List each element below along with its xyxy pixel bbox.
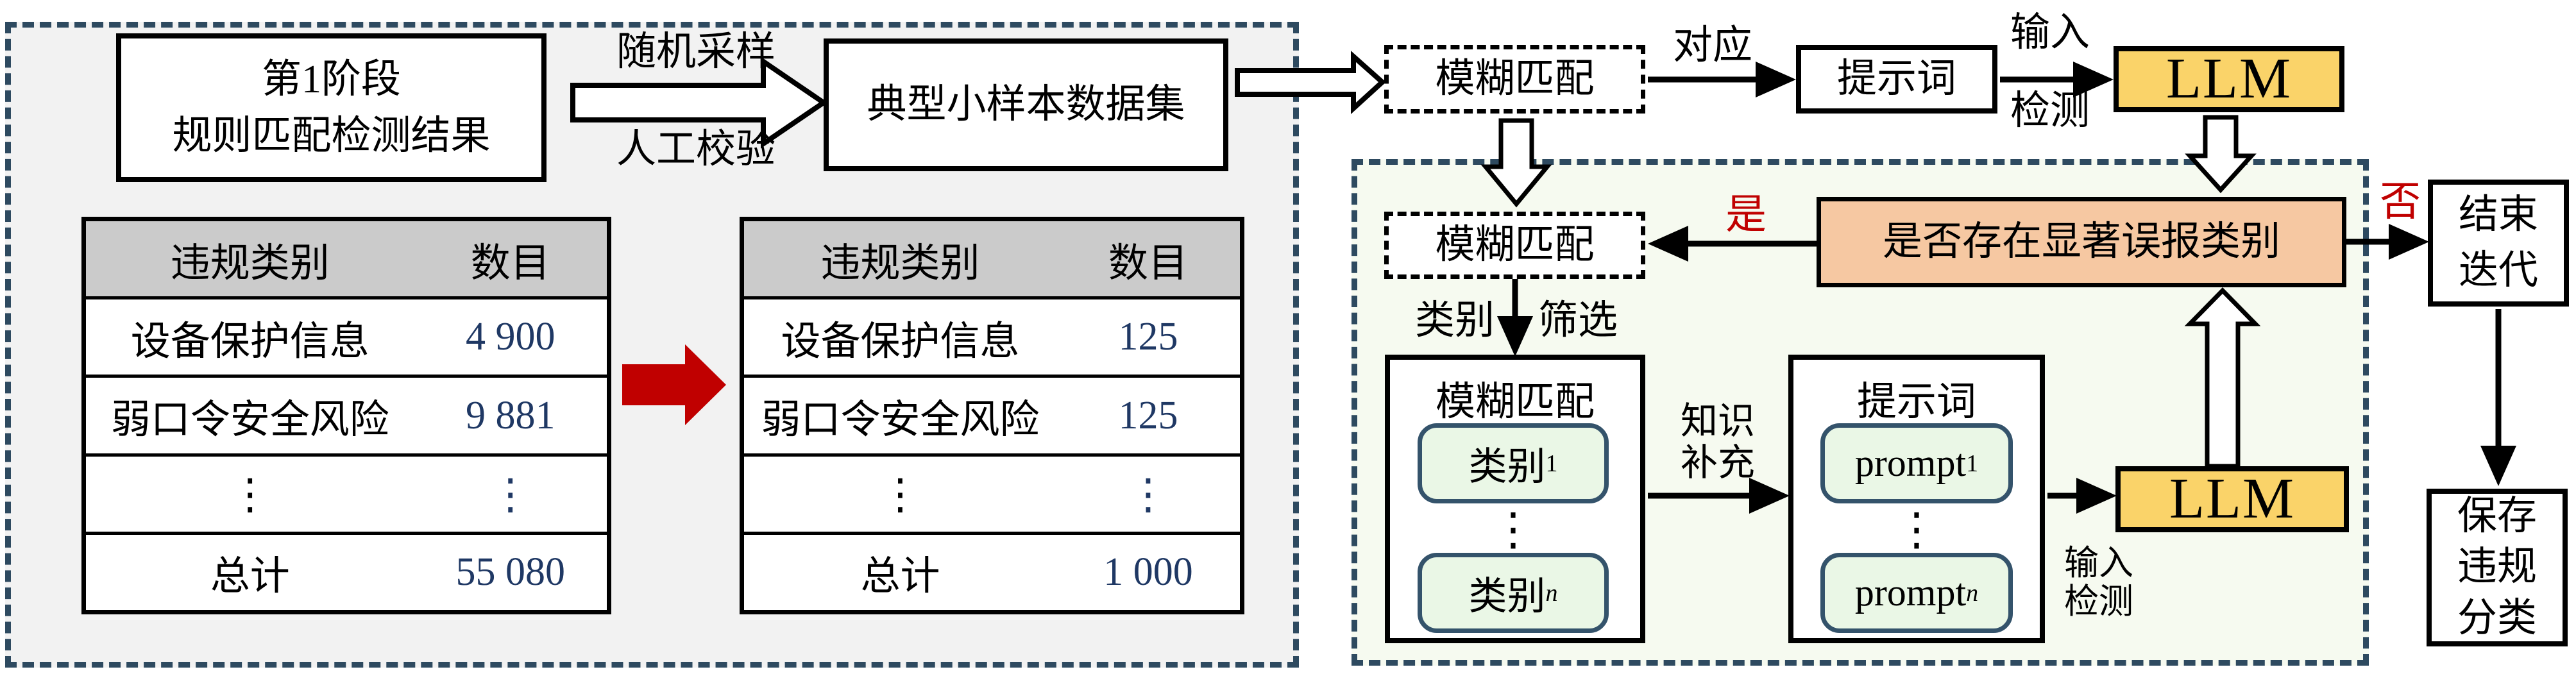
knowledge-supplement-label: 知识 补充	[1665, 400, 1770, 484]
column-header-category: 违规类别	[170, 241, 330, 285]
random-sampling-label: 随机采样	[616, 29, 775, 74]
detect-label-top: 检测	[2010, 88, 2090, 133]
end-to-save-arrowhead	[2480, 446, 2516, 486]
table-before-sampling: 违规类别 数目 设备保护信息 4 900 弱口令安全风险 9 881 ⋮ ⋮ 总…	[81, 217, 611, 614]
table-row: ⋮ ⋮	[86, 453, 607, 532]
save-box-line1: 保存	[2457, 494, 2537, 538]
table-row: 违规类别 数目	[744, 221, 1240, 297]
prompt-ellipsis-vertical: ⋮	[1894, 503, 1939, 555]
category-label: 类别	[1414, 298, 1495, 342]
end-box-line1: 结束	[2458, 193, 2538, 237]
fuzzy-container-title: 模糊匹配	[1435, 380, 1595, 424]
table-row: 设备保护信息 4 900	[86, 296, 607, 375]
table-row: 弱口令安全风险 9 881	[86, 375, 607, 453]
count-cell: 125	[1118, 315, 1178, 359]
total-count-cell: 55 080	[455, 550, 566, 594]
llm-box-bottom: LLM	[2115, 466, 2349, 532]
knowledge-line1: 知识	[1680, 400, 1755, 442]
table-row: 总计 1 000	[744, 531, 1240, 610]
prompt-word-box: 提示词	[1796, 45, 1997, 114]
count-cell: 9 881	[466, 393, 555, 437]
table-row: 总计 55 080	[86, 531, 607, 610]
decision-box: 是否存在显著误报类别	[1817, 197, 2346, 287]
total-label-cell: 总计	[860, 555, 940, 599]
table-after-sampling: 违规类别 数目 设备保护信息 125 弱口令安全风险 125 ⋮ ⋮ 总计 1 …	[740, 217, 1244, 614]
table-row: ⋮ ⋮	[744, 453, 1240, 532]
count-cell: 125	[1118, 393, 1178, 437]
category-cell: 弱口令安全风险	[761, 398, 1040, 442]
fuzzy-match-box-iter: 模糊匹配	[1384, 212, 1645, 279]
correspond-label: 对应	[1672, 23, 1752, 67]
table-row: 弱口令安全风险 125	[744, 375, 1240, 453]
category-cell: 弱口令安全风险	[110, 398, 389, 442]
save-box-line2: 违规	[2457, 545, 2537, 589]
column-header-category: 违规类别	[820, 241, 980, 285]
table-row: 违规类别 数目	[86, 221, 607, 297]
category-item-n-label: 类别	[1468, 575, 1546, 618]
knowledge-line2: 补充	[1680, 442, 1755, 484]
category-cell: 设备保护信息	[781, 319, 1020, 364]
stage1-result-box: 第1阶段 规则匹配检测结果	[116, 33, 547, 182]
count-ellipsis: ⋮	[1126, 469, 1169, 519]
save-box-line3: 分类	[2457, 596, 2537, 640]
fuzzy-to-prompt-arrowhead	[1756, 62, 1796, 97]
prompt-container-title: 提示词	[1856, 380, 1976, 424]
input-label-top: 输入	[2010, 10, 2090, 55]
llm-box-top: LLM	[2114, 46, 2344, 112]
total-label-cell: 总计	[210, 555, 290, 599]
column-header-count: 数目	[1108, 241, 1188, 285]
prompt-item-n-label: prompt	[1854, 571, 1967, 614]
end-box-line2: 迭代	[2458, 249, 2538, 292]
stage1-result-line2: 规则匹配检测结果	[172, 114, 491, 158]
category-ellipsis: ⋮	[879, 469, 922, 519]
table-row: 设备保护信息 125	[744, 296, 1240, 375]
category-cell: 设备保护信息	[130, 319, 369, 364]
detect-label-bottom: 检测	[2064, 582, 2133, 621]
total-count-cell: 1 000	[1103, 550, 1193, 594]
prompt-item-1-label: prompt	[1854, 442, 1967, 484]
dataset-box: 典型小样本数据集	[824, 38, 1228, 171]
count-ellipsis: ⋮	[489, 469, 532, 519]
fuzzy-match-box-top: 模糊匹配	[1384, 45, 1645, 114]
decision-to-end-arrowhead	[2389, 224, 2429, 260]
column-header-count: 数目	[470, 241, 550, 285]
no-label: 否	[2380, 178, 2421, 224]
stage1-result-line1: 第1阶段	[261, 57, 401, 101]
filter-label: 筛选	[1538, 298, 1618, 342]
input-label-bottom: 输入	[2064, 544, 2133, 583]
category-item-1-label: 类别	[1468, 446, 1546, 488]
count-cell: 4 900	[466, 315, 555, 359]
category-ellipsis: ⋮	[228, 469, 271, 519]
end-iteration-box: 结束 迭代	[2428, 180, 2569, 307]
manual-check-label: 人工校验	[616, 127, 775, 171]
category-ellipsis-vertical: ⋮	[1491, 503, 1536, 555]
save-classification-box: 保存 违规 分类	[2427, 489, 2568, 646]
yes-label: 是	[1725, 191, 1767, 237]
